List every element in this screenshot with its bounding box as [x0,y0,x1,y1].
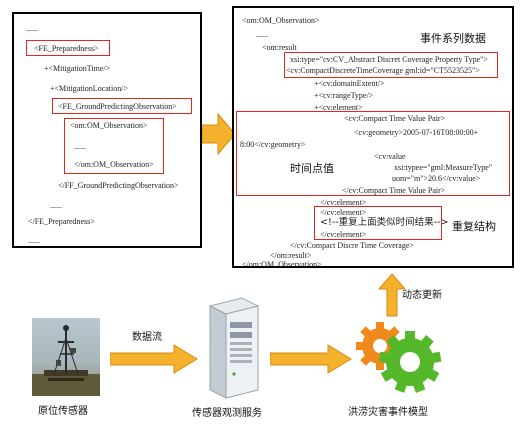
update-arrow-shape [378,273,406,317]
update-arrow [378,273,406,317]
dynamic-update-label: 动态更新 [402,290,442,301]
right-line-3: xsi:type="cv:CV_Abstract Discret Coverag… [290,55,488,64]
right-line-2: <om:result [262,43,297,52]
left-xml-panel: ...... <FE_Preparedness> +<MitigationTim… [12,12,202,248]
sensor-tower-icon [32,325,100,396]
repeat-highlight [314,206,442,240]
left-line-6: ...... [74,142,86,151]
right-line-8: <cv:Compact Time Value Pair> [344,114,446,123]
in-situ-sensor-image [32,318,100,396]
sensor-observation-service-label: 传感器观测服务 [192,408,262,419]
left-line-2: +<MitigationTime/> [44,64,111,73]
left-line-10: </FE_Preparedness> [28,217,95,226]
data-flow-arrow-shape [110,344,198,374]
series-data-label: 事件系列数据 [420,32,486,45]
left-line-4: <FE_GroundPredictingObservation> [58,102,177,111]
right-line-21: </om:OM_Observation> [242,260,322,269]
right-line-5: +<cv:domainExtent/> [314,79,385,88]
ground-predicting-highlight [52,98,192,114]
right-line-20: </om:result> [270,251,312,260]
right-line-14: </cv:Compact Time Value Pair> [342,186,446,195]
server-icon [208,297,260,399]
service-to-model-arrow-shape [270,344,352,374]
time-value-pair-highlight [236,111,510,196]
repeat-structure-label: 重复结构 [452,220,496,233]
right-line-11: <cv:value [374,152,406,161]
right-line-12: xsi:typee="gml:MeasureType" [394,163,493,172]
timepoint-value-label: 时间点值 [290,162,334,175]
left-line-9: ...... [50,201,62,210]
left-line-0: ...... [26,24,38,33]
right-line-15: </cv:element> [320,198,367,207]
in-situ-sensor-label: 原位传感器 [38,406,88,417]
left-line-11: ...... [28,236,40,245]
gears-icon [356,322,442,393]
fe-preparedness-highlight [26,40,110,56]
transform-arrow-shape [202,112,236,156]
left-line-5: <om:OM_Observation> [70,121,148,130]
right-line-16: </cv:element> [320,208,367,217]
coverage-type-highlight [284,52,498,78]
right-line-18: </cv:element> [320,230,367,239]
om-observation-highlight [64,118,164,174]
left-line-7: </om:OM_Observation> [74,160,154,169]
right-line-19: </cv:Compact Discre Time Coverage> [290,241,414,250]
transform-arrow [202,112,236,156]
flood-event-model-label: 洪涝灾害事件模型 [348,407,428,418]
right-line-13: uom="m">20.6</cv:value> [392,174,481,183]
right-line-4: <cv:CompactDiscreteTimeCoverage gml:id="… [286,66,480,75]
right-line-10: 8:00</cv:geometry> [240,140,306,149]
right-line-9: <cv:geometry>2005-07-16T08:00:00+ [354,128,479,137]
right-line-7: +<cv:element> [314,103,363,112]
right-line-1: ...... [256,30,268,39]
right-line-6: +<cv:rangeType/> [314,91,374,100]
data-flow-label: 数据流 [132,332,162,343]
right-line-0: <om:OM_Observation> [242,16,320,25]
left-line-1: <FE_Preparedness> [34,44,99,53]
right-xml-panel: <om:OM_Observation> ...... <om:result xs… [232,6,514,269]
left-line-3: +<MitigationLocation/> [50,84,128,93]
right-line-17: <!--重复上面类似时间结果--> [320,217,449,228]
service-to-model-arrow [270,344,352,374]
data-flow-arrow [110,344,198,374]
left-line-8: </FF_GroundPredictingObservation> [58,181,179,190]
